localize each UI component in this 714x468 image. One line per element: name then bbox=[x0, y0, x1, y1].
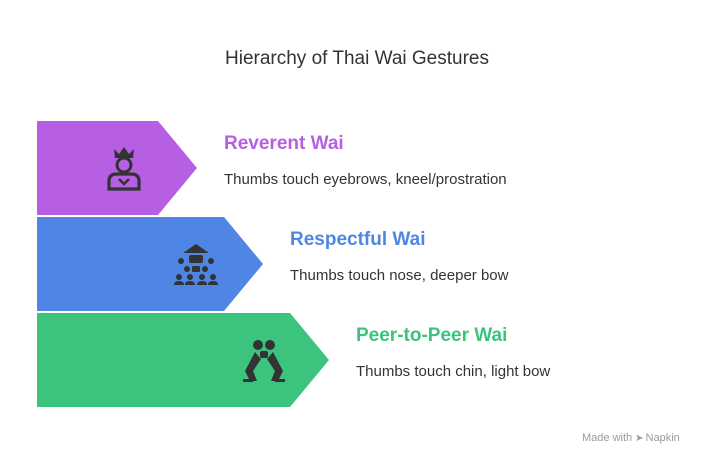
crowned-figure-icon bbox=[107, 147, 141, 191]
arrow-respectful bbox=[37, 217, 263, 311]
napkin-logo-icon: ➤ bbox=[635, 433, 644, 444]
arrow-shape-peer bbox=[37, 313, 329, 407]
two-people-icon bbox=[243, 340, 285, 382]
diagram-title: Hierarchy of Thai Wai Gestures bbox=[225, 48, 489, 69]
item-title-peer: Peer-to-Peer Wai bbox=[356, 325, 508, 346]
item-title-respectful: Respectful Wai bbox=[290, 229, 426, 250]
item-desc-reverent: Thumbs touch eyebrows, kneel/prostration bbox=[224, 171, 507, 188]
watermark-brand: Napkin bbox=[645, 432, 680, 444]
arrow-reverent bbox=[37, 121, 197, 215]
item-desc-respectful: Thumbs touch nose, deeper bow bbox=[290, 267, 509, 284]
watermark-prefix: Made with bbox=[582, 432, 633, 444]
arrow-peer bbox=[37, 313, 329, 407]
watermark: Made with➤Napkin bbox=[582, 432, 680, 444]
arrow-shape-respectful bbox=[37, 217, 263, 311]
item-desc-peer: Thumbs touch chin, light bow bbox=[356, 363, 551, 380]
group-hierarchy-icon bbox=[174, 244, 218, 285]
item-title-reverent: Reverent Wai bbox=[224, 133, 344, 154]
